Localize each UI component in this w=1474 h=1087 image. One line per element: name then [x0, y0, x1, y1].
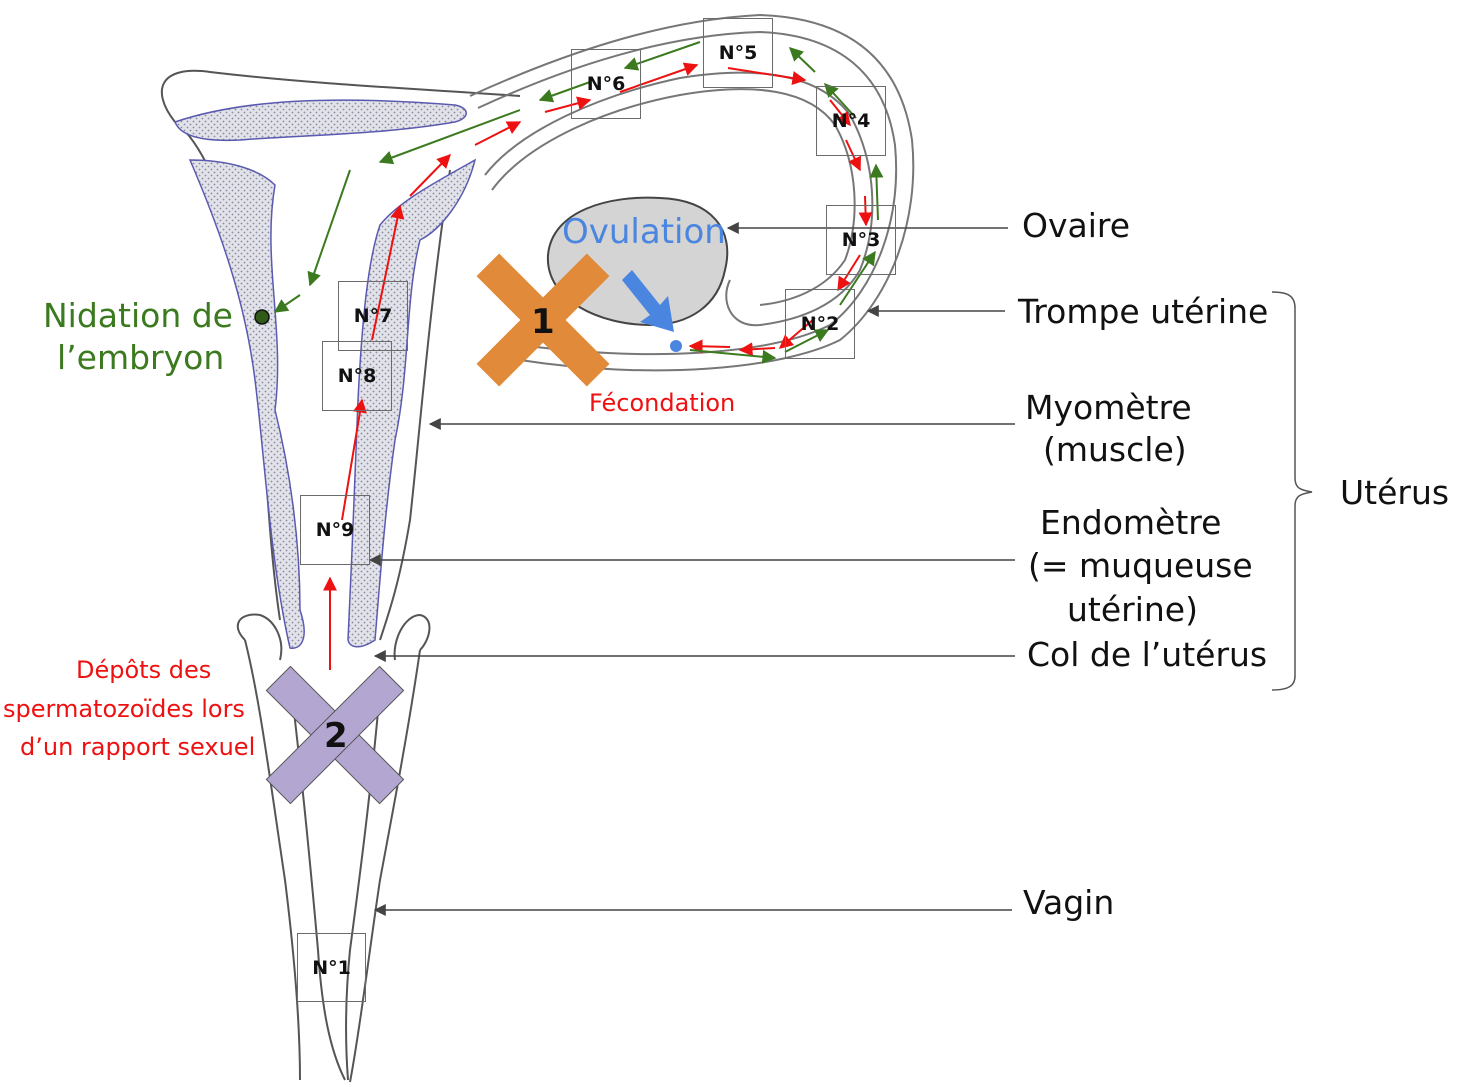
cross-marker-2-label: 2	[324, 716, 348, 756]
label-depots-2: spermatozoïdes lors	[3, 695, 245, 724]
label-col: Col de l’utérus	[1027, 635, 1267, 675]
label-fecondation: Fécondation	[589, 389, 735, 418]
label-pointers	[370, 228, 1015, 910]
ovum-dot	[670, 340, 682, 352]
label-trompe: Trompe utérine	[1018, 292, 1268, 332]
cross-marker-1-label: 1	[531, 302, 555, 342]
label-uterus: Utérus	[1340, 473, 1449, 513]
step-5-box: N°5	[703, 18, 773, 88]
step-3-box: N°3	[826, 205, 896, 275]
label-myometre-2: (muscle)	[1043, 430, 1187, 470]
uterus-brace	[1272, 292, 1312, 690]
label-depots-1: Dépôts des	[76, 656, 211, 685]
label-endometre-3: utérine)	[1067, 590, 1198, 630]
label-ovulation: Ovulation	[562, 212, 726, 253]
step-2-box: N°2	[785, 289, 855, 359]
label-nidation-2: l’embryon	[57, 338, 224, 378]
label-endometre-1: Endomètre	[1040, 503, 1221, 543]
step-1-box: N°1	[297, 933, 366, 1002]
label-vagin: Vagin	[1023, 883, 1114, 923]
step-8-box: N°8	[322, 341, 392, 411]
label-endometre-2: (= muqueuse	[1028, 546, 1253, 586]
step-6-box: N°6	[571, 49, 641, 119]
step-4-box: N°4	[816, 86, 886, 156]
label-nidation-1: Nidation de	[43, 296, 233, 336]
label-ovaire: Ovaire	[1022, 206, 1130, 246]
label-myometre-1: Myomètre	[1025, 388, 1192, 428]
label-depots-3: d’un rapport sexuel	[20, 733, 255, 762]
cervix	[238, 615, 430, 1082]
step-9-box: N°9	[300, 495, 370, 565]
nidation-dot	[255, 310, 269, 324]
